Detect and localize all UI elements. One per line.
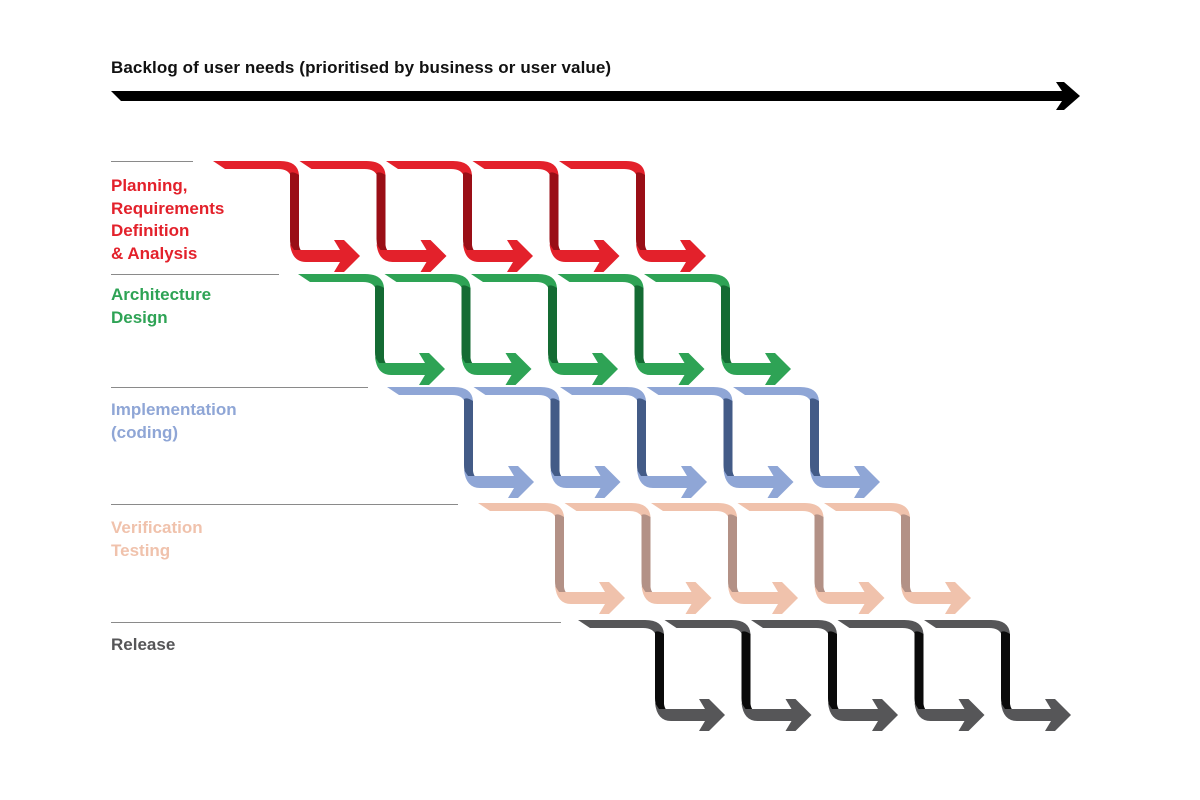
stage-separator-planning	[111, 161, 193, 162]
stage-planning-ribbons	[213, 161, 706, 272]
stage-label-verification: Verification Testing	[111, 518, 203, 560]
stage-implementation-ribbons	[387, 387, 880, 498]
stage-label-architecture: Architecture Design	[111, 285, 212, 327]
stage-label-release: Release	[111, 635, 176, 654]
stage-separator-implementation	[111, 387, 368, 388]
stage-separator-verification	[111, 504, 458, 505]
backlog-title: Backlog of user needs (prioritised by bu…	[111, 58, 612, 77]
stage-label-planning: Planning, Requirements Definition & Anal…	[111, 176, 225, 263]
stage-architecture-ribbons	[298, 274, 791, 385]
backlog-arrow-icon	[111, 82, 1080, 110]
stage-separator-architecture	[111, 274, 279, 275]
stage-verification-ribbons	[478, 503, 971, 614]
stage-ribbons	[213, 161, 1071, 731]
stage-release-ribbons	[578, 620, 1071, 731]
stage-separator-release	[111, 622, 561, 623]
stage-label-implementation: Implementation (coding)	[111, 400, 237, 442]
